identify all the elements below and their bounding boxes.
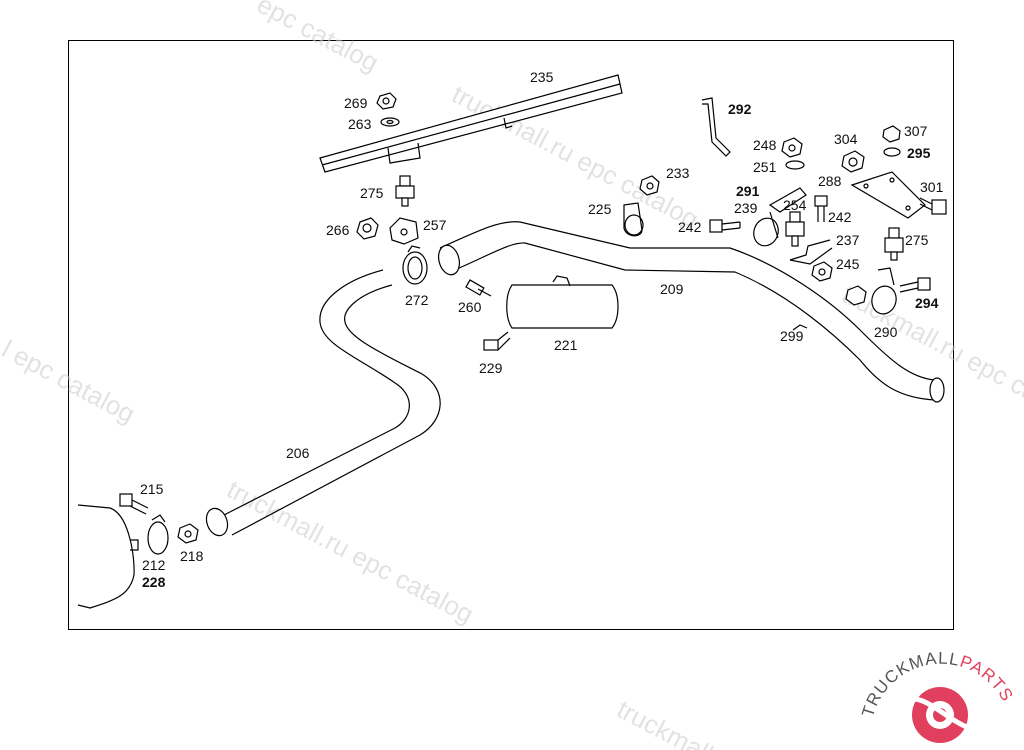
part-label: 245 (836, 256, 860, 272)
nut (882, 125, 901, 143)
part-label: 290 (874, 324, 898, 340)
pipe-clamp (402, 245, 428, 285)
support-rail (319, 74, 623, 173)
front-pipe (205, 269, 441, 537)
part-label: 257 (423, 217, 447, 233)
part-label: 229 (479, 360, 503, 376)
part-label: 206 (286, 445, 310, 461)
watermark-text: epc catalog (252, 0, 384, 78)
part-label: 269 (344, 95, 368, 111)
pipe-sleeve (506, 275, 619, 329)
part-label: 263 (348, 116, 372, 132)
part-label: 237 (836, 232, 860, 248)
part-label: 260 (458, 299, 482, 315)
part-label: 218 (180, 548, 204, 564)
part-label: 291 (736, 183, 760, 199)
gear-icon (904, 687, 991, 743)
washer (883, 147, 901, 157)
bracket (389, 217, 419, 245)
hanger-strap (701, 97, 731, 157)
pipe-clamp (871, 267, 897, 315)
mounting-plate (850, 171, 926, 219)
bolt (814, 195, 828, 222)
part-label: 307 (904, 123, 928, 139)
part-label: 288 (818, 173, 842, 189)
part-labels: 206 209 212 215 218 221 225 228 229 233 … (140, 69, 944, 590)
part-label: 272 (405, 292, 429, 308)
part-label: 221 (554, 337, 578, 353)
part-label: 294 (915, 295, 939, 311)
part-label: 235 (530, 69, 554, 85)
nut (376, 92, 397, 110)
watermark-text: truckmall.ru epc catalog (222, 474, 479, 629)
bolt (919, 197, 947, 215)
nut (845, 285, 867, 306)
bracket-clamp (753, 187, 807, 247)
rubber-mount (785, 211, 805, 247)
part-label: 275 (360, 185, 384, 201)
truckmall-parts-logo: TRUCKMALLPARTS (858, 649, 1017, 743)
pipe-clamp (623, 202, 644, 237)
part-label: 254 (783, 197, 807, 213)
part-label: 233 (666, 165, 690, 181)
nut (811, 261, 833, 282)
nut (177, 523, 199, 544)
leader-line (792, 324, 808, 331)
bracket (789, 239, 833, 265)
part-label: 301 (920, 179, 944, 195)
part-label: 228 (142, 574, 166, 590)
nut (639, 175, 660, 196)
intermediate-pipe (437, 221, 945, 403)
part-label: 295 (907, 145, 931, 161)
bolt (465, 279, 492, 297)
watermark-text: l epc catalog (0, 334, 140, 429)
part-label: 242 (828, 209, 852, 225)
washer (380, 117, 400, 127)
logo-suffix-text: PARTS (958, 652, 1017, 705)
part-label: 242 (678, 219, 702, 235)
bolt (483, 331, 511, 351)
muffler (77, 504, 139, 609)
bolt (709, 219, 741, 233)
rubber-mount (395, 175, 415, 207)
part-label: 304 (834, 131, 858, 147)
part-label: 215 (140, 481, 164, 497)
nut (356, 217, 379, 240)
part-label: 248 (753, 137, 777, 153)
part-label: 225 (588, 201, 612, 217)
bolt (899, 277, 931, 293)
part-label: 239 (734, 200, 758, 216)
part-label: 212 (142, 557, 166, 573)
bolt (119, 493, 149, 515)
part-label: 299 (780, 328, 804, 344)
nut (781, 137, 803, 158)
part-label: 209 (660, 281, 684, 297)
part-label: 251 (753, 159, 777, 175)
washer (785, 160, 805, 170)
pipe-clamp (147, 514, 169, 555)
watermark-text: truckmall.ru (612, 694, 745, 750)
diagram-frame (68, 40, 954, 630)
part-label: 292 (728, 101, 752, 117)
part-label: 266 (326, 222, 350, 238)
part-label: 275 (905, 232, 929, 248)
rubber-mount (884, 227, 904, 261)
nut (841, 150, 865, 173)
